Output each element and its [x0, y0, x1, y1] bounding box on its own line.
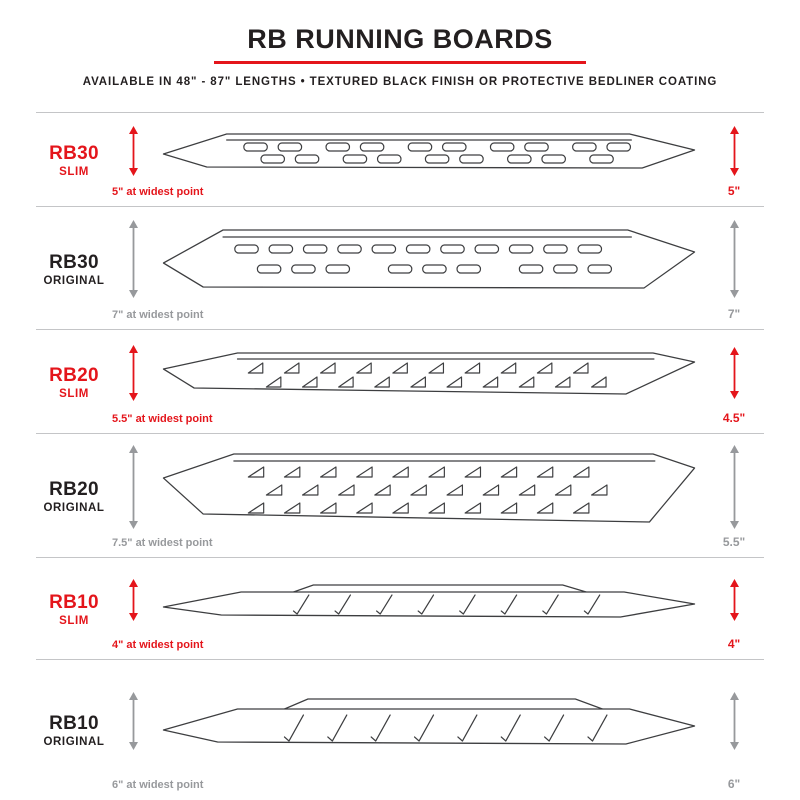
- left-height-arrow-icon: [128, 344, 139, 401]
- model-variant: SLIM: [59, 615, 89, 627]
- model-name: RB20: [49, 365, 99, 386]
- left-height-arrow-icon: [128, 444, 139, 529]
- model-name: RB30: [49, 143, 99, 164]
- width-note: 5" at widest point: [112, 186, 204, 198]
- height-measurement: 6": [727, 777, 741, 791]
- right-height-arrow-icon: [729, 346, 740, 399]
- left-height-arrow-icon: [128, 578, 139, 621]
- model-label: RB20 SLIM: [36, 365, 112, 400]
- model-label: RB30 ORIGINAL: [36, 252, 112, 287]
- width-note: 7" at widest point: [112, 309, 204, 321]
- model-name: RB30: [49, 251, 99, 273]
- rb20-original-board-drawing: [154, 444, 704, 530]
- model-variant: SLIM: [59, 166, 89, 178]
- model-label: RB10 ORIGINAL: [36, 713, 112, 748]
- height-measurement: 5.5": [722, 535, 746, 549]
- height-measurement: 4": [727, 637, 741, 651]
- right-height-arrow-icon: [729, 125, 740, 176]
- row-rb10-slim: RB10 SLIM 4" at widest point: [36, 557, 764, 659]
- right-height-arrow-icon: [729, 220, 740, 298]
- model-variant: ORIGINAL: [43, 274, 105, 287]
- rb30-slim-board-drawing: [154, 127, 704, 175]
- header: RB RUNNING BOARDS AVAILABLE IN 48" - 87"…: [0, 0, 800, 112]
- model-label: RB20 ORIGINAL: [36, 479, 112, 514]
- height-measurement: 5": [727, 184, 741, 198]
- model-variant: ORIGINAL: [43, 736, 105, 748]
- left-height-arrow-icon: [128, 691, 139, 750]
- rb20-slim-board-drawing: [154, 345, 704, 401]
- left-height-arrow-icon: [128, 125, 139, 176]
- rb10-original-board-drawing: [154, 693, 704, 749]
- model-label: RB30 SLIM: [36, 143, 112, 178]
- row-rb30-slim: RB30 SLIM: [36, 112, 764, 206]
- row-rb20-original: RB20 ORIGINAL: [36, 433, 764, 557]
- rb30-original-board-drawing: [154, 221, 704, 297]
- model-name: RB10: [49, 713, 99, 734]
- row-rb20-slim: RB20 SLIM: [36, 329, 764, 433]
- model-variant: SLIM: [59, 388, 89, 400]
- right-height-arrow-icon: [729, 691, 740, 750]
- width-note: 4" at widest point: [112, 639, 204, 651]
- page-subtitle: AVAILABLE IN 48" - 87" LENGTHS • TEXTURE…: [82, 76, 718, 88]
- right-height-arrow-icon: [729, 578, 740, 621]
- row-rb10-original: RB10 ORIGINAL 6" at widest point: [36, 659, 764, 799]
- model-name: RB10: [49, 592, 99, 613]
- right-height-arrow-icon: [729, 444, 740, 529]
- height-measurement: 7": [727, 307, 741, 321]
- width-note: 5.5" at widest point: [112, 413, 213, 425]
- model-name: RB20: [49, 479, 99, 500]
- page-title: RB RUNNING BOARDS: [247, 24, 553, 54]
- model-label: RB10 SLIM: [36, 592, 112, 627]
- width-note: 7.5" at widest point: [112, 537, 213, 549]
- height-measurement: 4.5": [722, 411, 746, 425]
- left-height-arrow-icon: [128, 220, 139, 298]
- row-rb30-original: RB30 ORIGINAL: [36, 206, 764, 329]
- board-comparison-list: RB30 SLIM: [0, 112, 800, 800]
- model-variant: ORIGINAL: [43, 502, 105, 514]
- width-note: 6" at widest point: [112, 779, 204, 791]
- rb10-slim-board-drawing: [154, 580, 704, 620]
- title-underline-rule: [214, 61, 586, 64]
